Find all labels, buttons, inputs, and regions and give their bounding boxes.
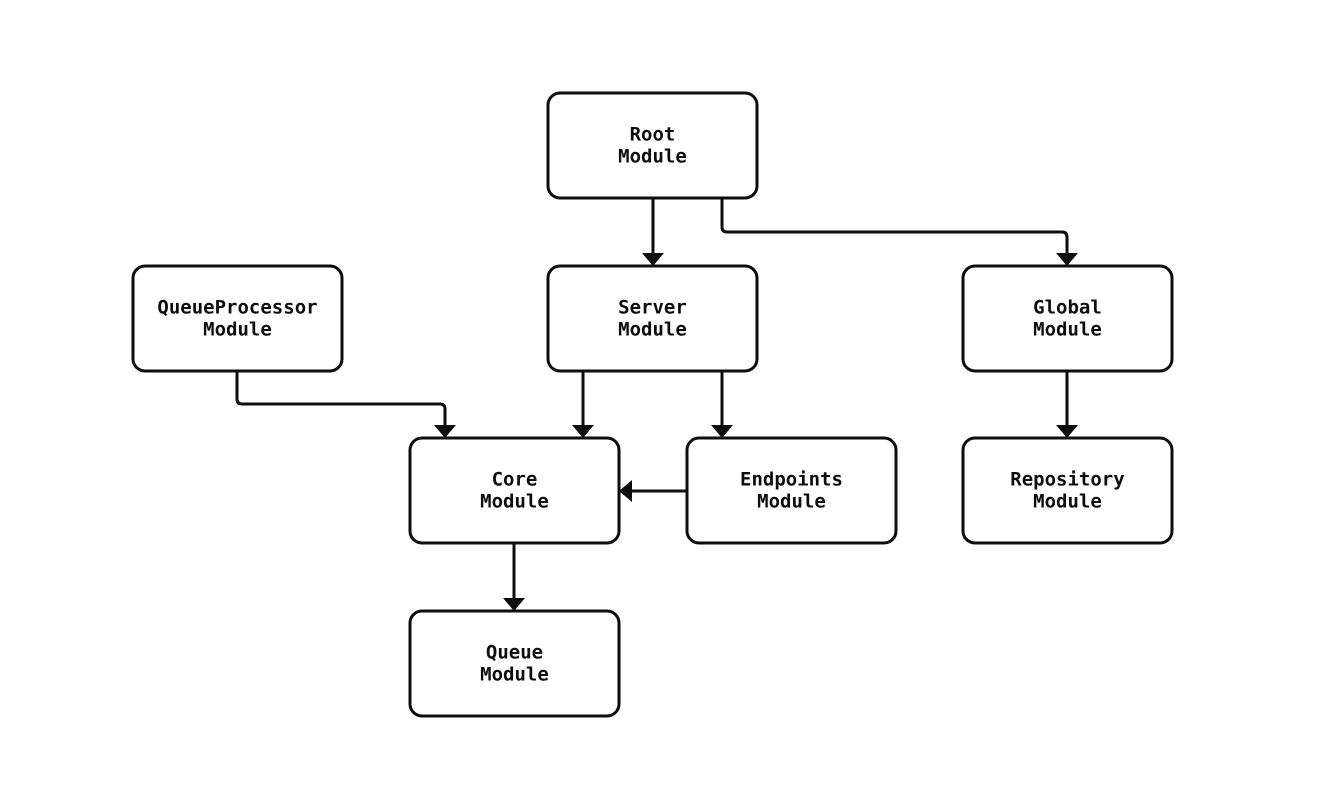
node-label-line: Module xyxy=(203,319,272,341)
node-label-line: Module xyxy=(618,319,687,341)
arrowhead-icon xyxy=(572,425,594,438)
node-box xyxy=(131,264,344,373)
node-box xyxy=(961,264,1174,373)
node-label-line: Queue xyxy=(486,642,543,664)
arrowhead-icon xyxy=(1056,253,1078,266)
node-box xyxy=(546,91,759,200)
node-label-line: Module xyxy=(1033,491,1102,513)
node-label-line: QueueProcessor xyxy=(157,297,317,319)
edge-global-to-repository xyxy=(1056,371,1078,438)
edge-queueprocessor-to-core xyxy=(235,371,456,438)
node-box xyxy=(961,436,1174,545)
edge-server-to-core xyxy=(572,371,594,438)
arrowhead-icon xyxy=(434,425,456,438)
edge-root-to-global xyxy=(720,198,1078,266)
node-box xyxy=(685,436,898,545)
node-box xyxy=(408,609,621,718)
node-label-line: Module xyxy=(1033,319,1102,341)
node-label-line: Module xyxy=(618,146,687,168)
edge-line xyxy=(235,371,447,425)
node-label-line: Global xyxy=(1033,297,1102,319)
node-label-line: Module xyxy=(480,491,549,513)
node-label-line: Server xyxy=(618,297,687,319)
node-box xyxy=(546,264,759,373)
arrowhead-icon xyxy=(503,598,525,611)
node-label-line: Endpoints xyxy=(740,469,843,491)
node-box xyxy=(408,436,621,545)
edge-root-to-server xyxy=(642,198,664,266)
edge-line xyxy=(720,198,1069,253)
node-label-line: Root xyxy=(630,124,676,146)
node-label-line: Module xyxy=(480,664,549,686)
node-label-line: Module xyxy=(757,491,826,513)
node-label-line: Core xyxy=(492,469,538,491)
edge-endpoints-to-core xyxy=(619,480,687,502)
arrowhead-icon xyxy=(1056,425,1078,438)
edge-core-to-queue xyxy=(503,543,525,611)
node-label-line: Repository xyxy=(1010,469,1124,491)
edge-server-to-endpoints xyxy=(711,371,733,438)
arrowhead-icon xyxy=(642,253,664,266)
arrowhead-icon xyxy=(619,480,632,502)
arrowhead-icon xyxy=(711,425,733,438)
